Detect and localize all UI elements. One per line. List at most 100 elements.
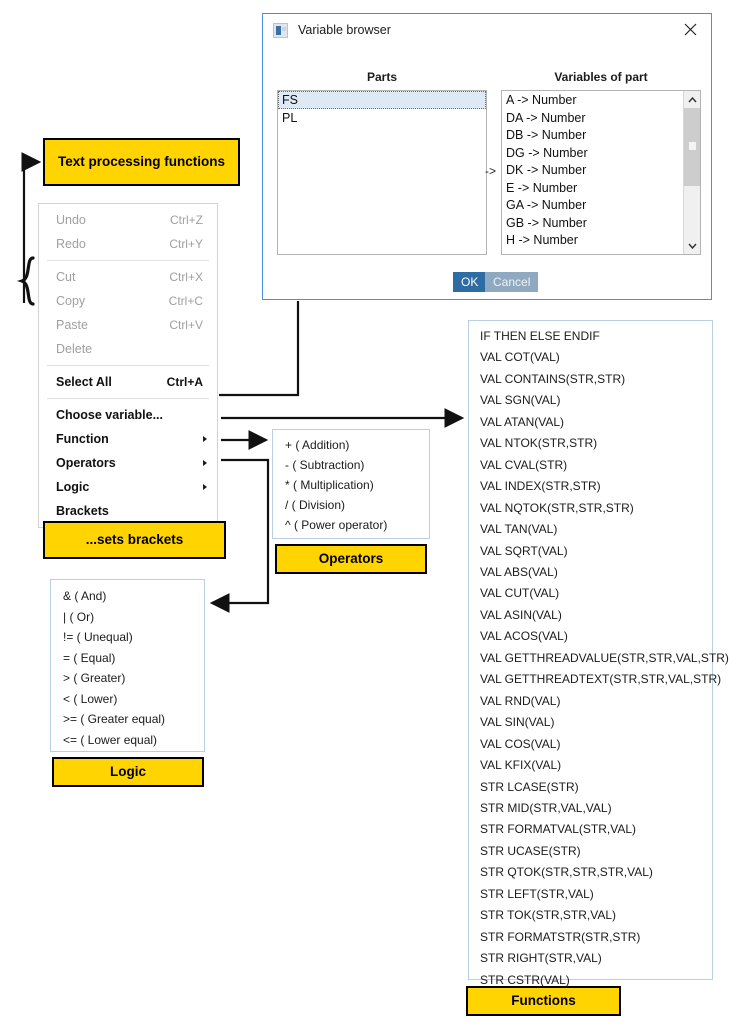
ok-button[interactable]: OK [453,272,487,292]
function-item[interactable]: VAL ASIN(VAL) [480,607,562,622]
variables-header: Variables of part [554,70,648,84]
menu-item-accelerator: Ctrl+Z [170,213,203,227]
scroll-down-icon[interactable] [684,237,700,254]
operator-item[interactable]: + ( Addition) [285,438,350,452]
menu-item-copy[interactable]: Copy Ctrl+C [39,289,217,313]
function-item[interactable]: STR FORMATSTR(STR,STR) [480,929,641,944]
parts-option[interactable]: PL [282,111,298,125]
function-item[interactable]: VAL SGN(VAL) [480,393,561,408]
function-item[interactable]: VAL CUT(VAL) [480,586,560,601]
menu-item-function[interactable]: Function [39,427,217,451]
function-item[interactable]: VAL ATAN(VAL) [480,414,565,429]
function-item[interactable]: STR FORMATVAL(STR,VAL) [480,822,637,837]
function-item[interactable]: STR LCASE(STR) [480,779,579,794]
menu-separator [47,398,209,399]
function-item[interactable]: VAL CONTAINS(STR,STR) [480,371,626,386]
parts-header: Parts [366,70,398,84]
function-item[interactable]: STR CSTR(VAL) [480,972,570,987]
logic-item[interactable]: <= ( Lower equal) [63,732,158,747]
variables-listbox[interactable]: A -> Number DA -> Number DB -> Number DG… [501,90,701,255]
menu-item-delete[interactable]: Delete [39,337,217,361]
menu-item-redo[interactable]: Redo Ctrl+Y [39,232,217,256]
function-item[interactable]: VAL GETTHREADVALUE(STR,STR,VAL,STR) [480,650,729,665]
logic-item[interactable]: != ( Unequal) [63,630,133,644]
curly-brace-edit-group [16,256,35,306]
operator-item[interactable]: ^ ( Power operator) [285,518,388,532]
function-item[interactable]: IF THEN ELSE ENDIF [480,329,600,343]
menu-item-choose-variable[interactable]: Choose variable... [39,403,217,427]
variable-option[interactable]: DB -> Number [506,128,587,142]
menu-item-cut[interactable]: Cut Ctrl+X [39,265,217,289]
function-item[interactable]: VAL CVAL(STR) [480,457,568,472]
function-item[interactable]: VAL ABS(VAL) [480,564,558,579]
menu-item-undo[interactable]: Undo Ctrl+Z [39,208,217,232]
function-item[interactable]: VAL RND(VAL) [480,693,561,708]
logic-item[interactable]: >= ( Greater equal) [63,712,166,726]
function-item[interactable]: VAL INDEX(STR,STR) [480,479,601,494]
menu-item-label: Function [56,432,109,446]
window-icon [273,22,288,38]
function-item[interactable]: STR LEFT(STR,VAL) [480,886,594,901]
function-item[interactable]: VAL COT(VAL) [480,350,560,365]
function-item[interactable]: STR RIGHT(STR,VAL) [480,951,602,966]
operator-item[interactable]: * ( Multiplication) [285,478,374,492]
menu-item-paste[interactable]: Paste Ctrl+V [39,313,217,337]
function-item[interactable]: VAL ACOS(VAL) [480,629,568,644]
function-item[interactable]: VAL GETTHREADTEXT(STR,STR,VAL,STR) [480,672,722,687]
logic-item[interactable]: | ( Or) [63,609,95,624]
variables-scrollbar[interactable] [683,91,700,254]
menu-item-label: Delete [56,342,93,356]
functions-submenu: IF THEN ELSE ENDIF VAL COT(VAL) VAL CONT… [468,320,729,987]
wire-choose-variable-to-dialog [219,301,300,397]
function-item[interactable]: STR MID(STR,VAL,VAL) [480,800,612,815]
menu-item-label: Undo [56,213,86,227]
function-item[interactable]: VAL KFIX(VAL) [480,758,562,773]
function-item[interactable]: STR TOK(STR,STR,VAL) [480,908,617,923]
menu-item-brackets[interactable]: Brackets [39,499,217,523]
menu-item-label: Cut [56,270,76,284]
function-item[interactable]: VAL NTOK(STR,STR) [480,436,598,451]
cancel-button[interactable]: Cancel [485,272,539,292]
variable-option[interactable]: GA -> Number [506,198,587,212]
parts-option[interactable]: FS [278,91,486,109]
menu-item-label: Select All [56,375,112,389]
callout-operators: Operators [275,544,427,574]
menu-item-accelerator: Ctrl+Y [169,237,203,251]
function-item[interactable]: STR QTOK(STR,STR,STR,VAL) [480,865,653,880]
close-icon[interactable] [669,14,711,45]
variable-option[interactable]: DA -> Number [506,110,586,125]
logic-item[interactable]: = ( Equal) [63,650,116,665]
function-item[interactable]: VAL SIN(VAL) [480,715,555,730]
menu-item-logic[interactable]: Logic [39,475,217,499]
variable-option[interactable]: E -> Number [506,180,578,195]
logic-submenu: & ( And) | ( Or) != ( Unequal) = ( Equal… [50,579,205,752]
scroll-up-icon[interactable] [684,91,700,108]
submenu-arrow-icon [203,436,207,442]
parts-listbox[interactable]: FS PL [277,90,487,255]
wire-brackets-to-text-processing [21,152,42,303]
variable-option[interactable]: A -> Number [506,93,577,107]
menu-item-operators[interactable]: Operators [39,451,217,475]
function-item[interactable]: STR UCASE(STR) [480,843,581,858]
menu-item-select-all[interactable]: Select All Ctrl+A [39,370,217,394]
logic-item[interactable]: & ( And) [63,589,107,603]
function-item[interactable]: VAL SQRT(VAL) [480,543,568,558]
context-menu: Undo Ctrl+Z Redo Ctrl+Y Cut Ctrl+X Copy … [38,203,218,528]
variable-option[interactable]: H -> Number [506,233,578,247]
variable-option[interactable]: DK -> Number [506,163,587,177]
logic-item[interactable]: > ( Greater) [63,671,126,685]
logic-item[interactable]: < ( Lower) [63,691,118,706]
dialog-title: Variable browser [298,23,391,37]
function-item[interactable]: VAL NQTOK(STR,STR,STR) [480,500,634,515]
menu-item-label: Redo [56,237,86,251]
callout-sets-brackets: ...sets brackets [43,521,226,559]
operator-item[interactable]: - ( Subtraction) [285,458,365,472]
variable-option[interactable]: DG -> Number [506,145,588,160]
menu-separator [47,365,209,366]
function-item[interactable]: VAL COS(VAL) [480,736,561,751]
scrollbar-thumb[interactable] [684,108,700,186]
operator-item[interactable]: / ( Division) [285,498,346,512]
menu-item-label: Operators [56,456,116,470]
function-item[interactable]: VAL TAN(VAL) [480,522,558,537]
variable-option[interactable]: GB -> Number [506,215,587,230]
